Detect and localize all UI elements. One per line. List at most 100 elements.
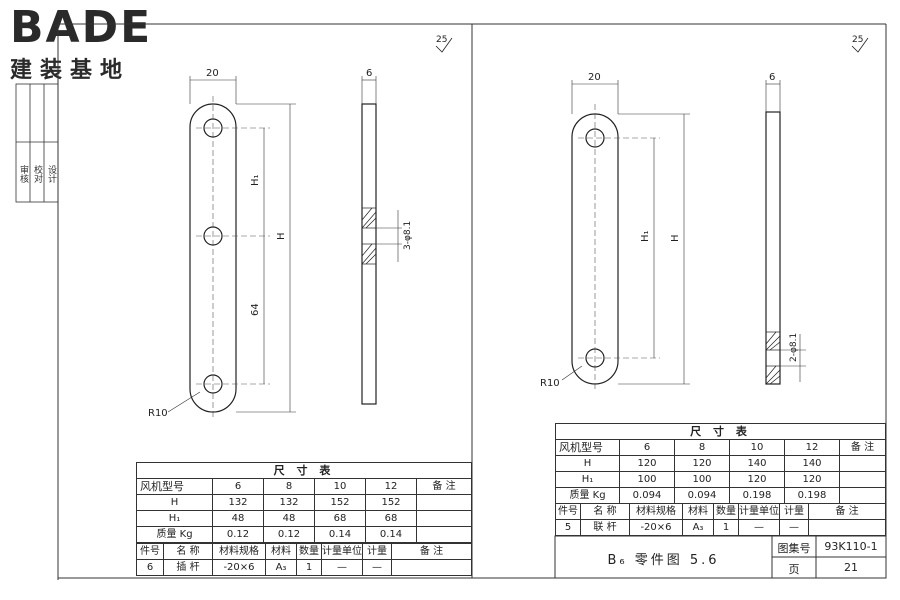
left-dim-h1: H₁ — [250, 174, 261, 186]
table-cell: 0.14 — [365, 526, 417, 543]
table-cell: 120 — [674, 455, 730, 472]
left-side-dims — [361, 76, 402, 262]
table-cell: A₃ — [265, 559, 297, 576]
table-cell: 48 — [212, 510, 264, 527]
table-cell: — — [362, 559, 392, 576]
right-centerlines — [578, 104, 660, 392]
table-row: 质量 Kg 0.12 0.12 0.14 0.14 — [136, 526, 472, 543]
table-cell: 140 — [784, 455, 840, 472]
table-cell: 68 — [314, 510, 366, 527]
right-side-dims — [765, 80, 806, 382]
right-table-header-col: 8 — [674, 439, 730, 456]
table-cell: 0.198 — [784, 487, 840, 504]
right-parts-header-material: 材料 — [682, 503, 714, 520]
table-cell: 140 — [729, 455, 785, 472]
table-cell — [416, 494, 472, 511]
atlas-number-label: 图集号 — [777, 542, 811, 555]
table-cell: — — [738, 519, 780, 536]
left-side-hole: 3-φ8.1 — [403, 221, 413, 250]
sidebar-stamp-review: 审核 — [18, 165, 28, 183]
left-parts-header-material: 材料 — [265, 543, 297, 560]
left-parts-header-no: 件号 — [136, 543, 164, 560]
sidebar-stamp-check: 校对 — [32, 165, 42, 183]
left-parts-table: 件号 名 称 材料规格 材料 数量 计量单位 计量 备 注 6 插 杆 -20×… — [136, 543, 472, 576]
table-cell: 68 — [365, 510, 417, 527]
table-cell — [416, 526, 472, 543]
brand-logo-subtitle: 建装基地 — [10, 58, 131, 83]
right-size-table: 尺 寸 表 风机型号 6 8 10 12 备 注 H 120 120 140 1… — [555, 423, 886, 504]
sidebar-stamp-design: 设计 — [46, 165, 56, 183]
sidebar-stamp-grid — [15, 83, 59, 203]
left-dim-span: 64 — [250, 303, 261, 316]
left-roughness-symbol — [435, 37, 453, 53]
table-cell: 100 — [674, 471, 730, 488]
table-cell: 插 杆 — [163, 559, 213, 576]
right-dim-width: 20 — [588, 72, 601, 83]
table-cell: 0.12 — [263, 526, 315, 543]
right-dim-h1: H₁ — [640, 230, 651, 242]
right-parts-table: 件号 名 称 材料规格 材料 数量 计量单位 计量 备 注 5 联 杆 -20×… — [555, 503, 886, 536]
left-table-header-remarks: 备 注 — [416, 478, 472, 495]
brand-logo: BADE — [10, 2, 153, 53]
right-side-hatch — [765, 331, 781, 385]
right-dim-radius: R10 — [540, 378, 560, 389]
right-dimension-lines — [561, 80, 690, 385]
left-table-header-model: 风机型号 — [136, 478, 213, 495]
table-cell: 联 杆 — [580, 519, 630, 536]
table-cell: H — [136, 494, 213, 511]
right-table-header-col: 12 — [784, 439, 840, 456]
table-row: 5 联 杆 -20×6 A₃ 1 — — — [555, 519, 886, 536]
table-cell: 1 — [713, 519, 739, 536]
left-parts-header-qty: 数量 — [296, 543, 322, 560]
table-cell: H₁ — [136, 510, 213, 527]
left-parts-header-measure: 计量 — [362, 543, 392, 560]
left-size-table: 尺 寸 表 风机型号 6 8 10 12 备 注 H 132 132 152 1… — [136, 462, 472, 543]
page-label: 页 — [788, 563, 800, 576]
table-cell — [839, 455, 886, 472]
drawing-title: B₆ 零件图 5.6 — [607, 553, 720, 568]
right-table-header-remarks: 备 注 — [839, 439, 886, 456]
table-row: H₁ 100 100 120 120 — [555, 471, 886, 488]
right-table-header-col: 6 — [619, 439, 675, 456]
atlas-number-value: 93K110-1 — [824, 540, 878, 553]
table-row: 6 插 杆 -20×6 A₃ 1 — — — [136, 559, 472, 576]
left-parts-header-name: 名 称 — [163, 543, 213, 560]
table-row: 质量 Kg 0.094 0.094 0.198 0.198 — [555, 487, 886, 504]
table-cell: -20×6 — [212, 559, 266, 576]
table-cell: 质量 Kg — [555, 487, 620, 504]
left-table-header-col: 6 — [212, 478, 264, 495]
page-number: 21 — [844, 561, 858, 574]
left-roughness-mark: 25 — [436, 35, 447, 45]
left-dim-h: H — [276, 232, 287, 240]
table-cell: 0.094 — [674, 487, 730, 504]
right-table-header-model: 风机型号 — [555, 439, 620, 456]
left-table-title: 尺 寸 表 — [136, 462, 472, 479]
right-parts-header-name: 名 称 — [580, 503, 630, 520]
right-parts-header-spec: 材料规格 — [629, 503, 683, 520]
table-cell: 132 — [212, 494, 264, 511]
table-cell: 152 — [365, 494, 417, 511]
table-cell — [416, 510, 472, 527]
table-cell — [839, 471, 886, 488]
table-cell: 质量 Kg — [136, 526, 213, 543]
right-parts-header-measure: 计量 — [779, 503, 809, 520]
table-cell: H — [555, 455, 620, 472]
table-cell: 0.12 — [212, 526, 264, 543]
right-dim-h: H — [670, 234, 681, 242]
table-cell: 6 — [136, 559, 164, 576]
left-parts-header-remarks: 备 注 — [391, 543, 472, 560]
table-cell: H₁ — [555, 471, 620, 488]
table-cell — [839, 487, 886, 504]
left-side-thickness: 6 — [366, 68, 372, 79]
right-table-header-col: 10 — [729, 439, 785, 456]
left-side-hatch — [361, 207, 377, 265]
left-dim-radius: R10 — [148, 408, 168, 419]
right-roughness-symbol — [851, 37, 869, 53]
title-block-frame — [554, 535, 887, 579]
left-dimension-lines — [167, 76, 296, 413]
right-roughness-mark: 25 — [852, 35, 863, 45]
left-table-header-col: 10 — [314, 478, 366, 495]
table-cell: 120 — [619, 455, 675, 472]
table-cell: 0.094 — [619, 487, 675, 504]
